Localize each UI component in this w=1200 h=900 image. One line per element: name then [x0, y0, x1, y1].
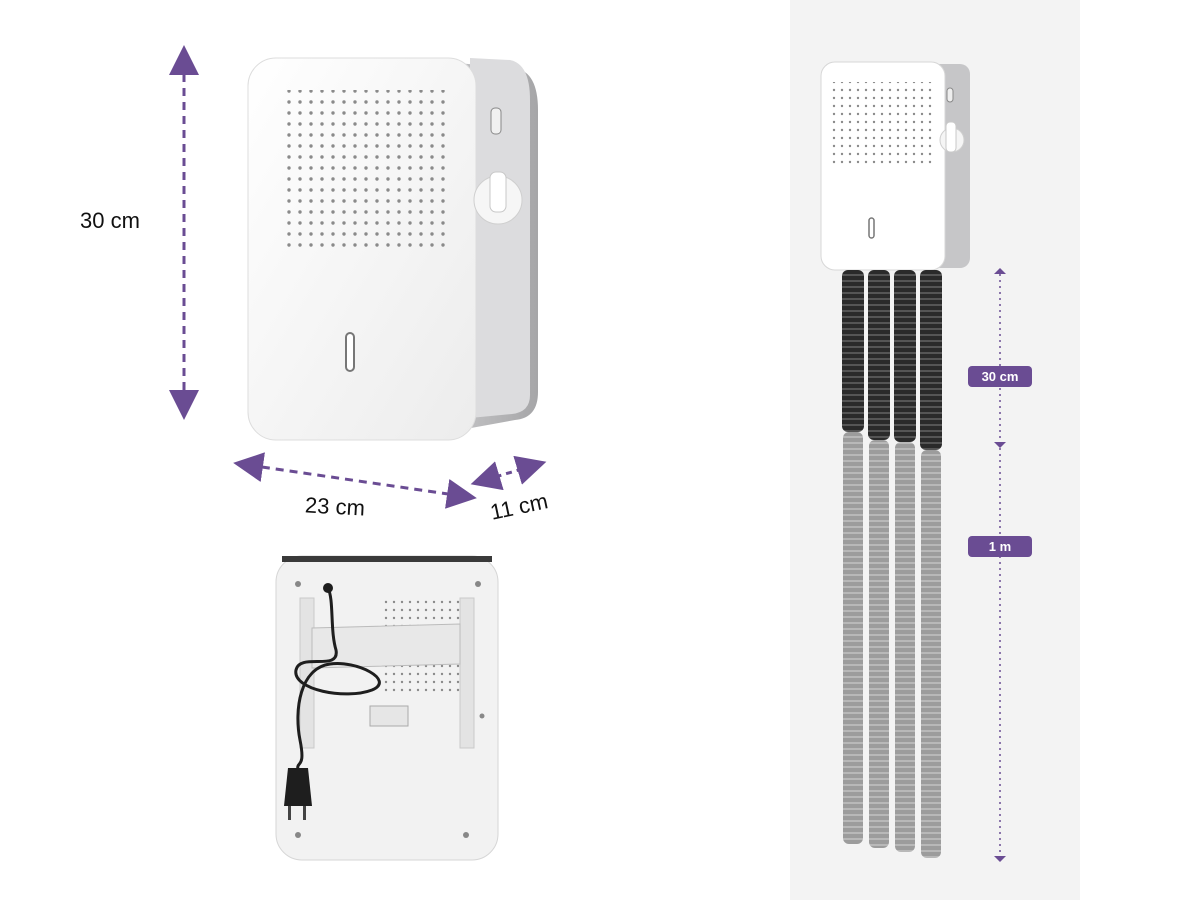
depth-arrow [470, 455, 547, 491]
dryer-with-tubes-view [820, 61, 1006, 862]
unit-height-badge: 30 cm [968, 366, 1032, 387]
width-arrow [233, 452, 477, 509]
tube-length-badge: 1 m [968, 536, 1032, 557]
width-label: 23 cm [304, 492, 366, 521]
power-plug-icon [284, 768, 312, 820]
dryer-front-view [247, 57, 538, 441]
dryer-back-view [275, 555, 499, 861]
timer-knob-icon [473, 171, 523, 225]
height-label: 30 cm [80, 208, 140, 233]
